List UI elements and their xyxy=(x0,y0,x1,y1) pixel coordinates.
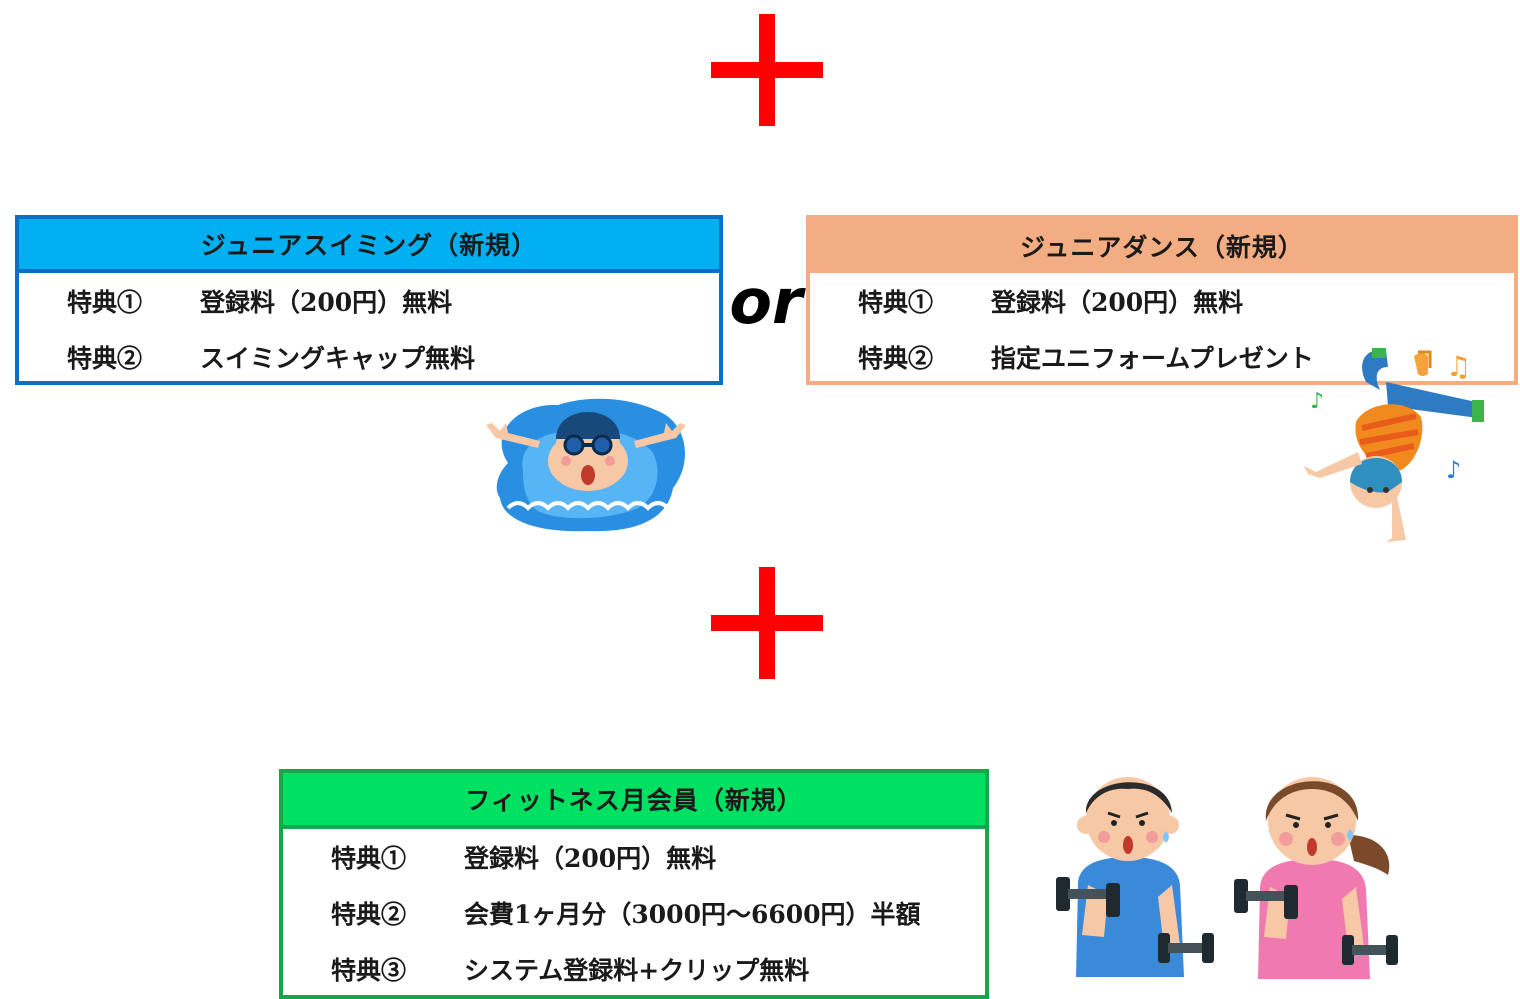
benefit-row: 特典② 指定ユニフォームプレゼント xyxy=(810,329,1514,385)
fitness-monthly-card: フィットネス月会員（新規） 特典① 登録料（200円）無料 特典② 会費1ヶ月分… xyxy=(279,769,989,999)
benefit-key: 特典① xyxy=(331,844,407,873)
plus-icon-top xyxy=(711,14,823,126)
dumbbell-man-illustration xyxy=(1056,777,1214,977)
benefit-key: 特典② xyxy=(858,344,934,373)
benefit-value: 指定ユニフォームプレゼント xyxy=(991,344,1314,373)
card-title: フィットネス月会員（新規） xyxy=(283,773,985,829)
svg-text:♫: ♫ xyxy=(1446,350,1471,383)
benefit-key: 特典① xyxy=(67,288,143,317)
card-title: ジュニアスイミング（新規） xyxy=(19,219,719,273)
benefit-value: システム登録料+クリップ無料 xyxy=(464,956,810,985)
plus-icon-middle xyxy=(711,567,823,679)
benefit-row: 特典② 会費1ヶ月分（3000円～6600円）半額 xyxy=(283,885,985,941)
benefit-key: 特典③ xyxy=(331,956,407,985)
junior-swimming-card: ジュニアスイミング（新規） 特典① 登録料（200円）無料 特典② スイミングキ… xyxy=(15,215,723,385)
benefit-value: スイミングキャップ無料 xyxy=(200,344,476,373)
benefit-row: 特典① 登録料（200円）無料 xyxy=(810,273,1514,329)
benefit-key: 特典① xyxy=(858,288,934,317)
benefit-row: 特典③ システム登録料+クリップ無料 xyxy=(283,941,985,997)
card-title: ジュニアダンス（新規） xyxy=(810,219,1514,273)
svg-text:♪: ♪ xyxy=(1310,389,1324,414)
dumbbell-woman-illustration xyxy=(1234,777,1398,979)
swimmer-illustration xyxy=(486,398,686,532)
benefit-row: 特典① 登録料（200円）無料 xyxy=(283,829,985,885)
junior-dance-card: ジュニアダンス（新規） 特典① 登録料（200円）無料 特典② 指定ユニフォーム… xyxy=(806,215,1518,385)
benefit-value: 登録料（200円）無料 xyxy=(991,288,1244,317)
benefit-key: 特典② xyxy=(331,900,407,929)
benefit-key: 特典② xyxy=(67,344,143,373)
benefit-value: 会費1ヶ月分（3000円～6600円）半額 xyxy=(464,900,921,929)
benefit-row: 特典① 登録料（200円）無料 xyxy=(19,273,719,329)
or-separator: or xyxy=(729,265,803,338)
benefit-value: 登録料（200円）無料 xyxy=(464,844,717,873)
breakdancer-illustration: ♫ ♪ ♪ xyxy=(1304,348,1484,542)
svg-text:♪: ♪ xyxy=(1446,456,1461,484)
benefit-row: 特典② スイミングキャップ無料 xyxy=(19,329,719,385)
benefit-value: 登録料（200円）無料 xyxy=(200,288,453,317)
